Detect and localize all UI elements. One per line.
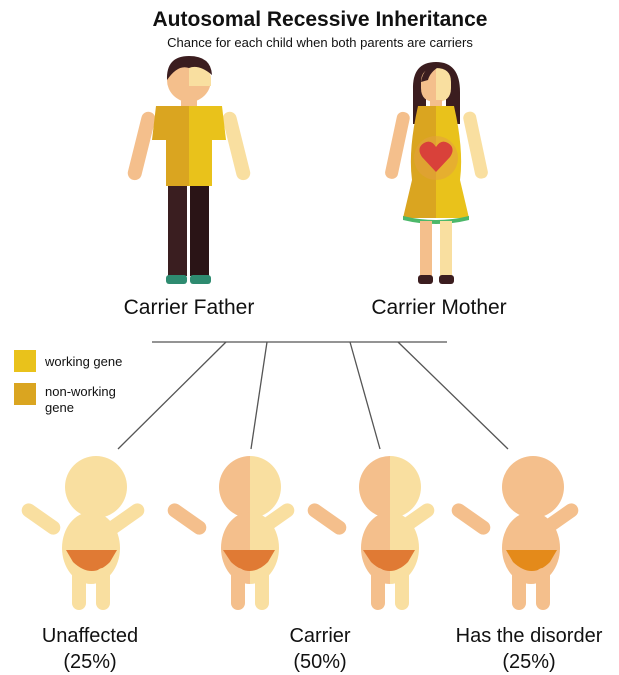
child-label-carrier: Carrier (50%)	[240, 623, 400, 675]
line-to-child-2	[251, 342, 267, 449]
mother-figure	[384, 62, 489, 284]
line-to-child-4	[398, 342, 508, 449]
unaffected-percent: (25%)	[10, 649, 170, 675]
line-to-child-3	[350, 342, 380, 449]
nonworking-gene-swatch	[14, 383, 36, 405]
child-carrier-1	[165, 456, 297, 610]
working-gene-label: working gene	[45, 354, 145, 370]
child-label-unaffected: Unaffected (25%)	[10, 623, 170, 675]
carrier-text: Carrier	[240, 623, 400, 649]
child-has-disorder	[449, 456, 581, 610]
connector-lines	[118, 342, 508, 449]
carrier-percent: (50%)	[240, 649, 400, 675]
mother-label: Carrier Mother	[339, 296, 539, 320]
working-gene-swatch	[14, 350, 36, 372]
disorder-text: Has the disorder	[440, 623, 618, 649]
nonworking-gene-label: non-working gene	[45, 384, 135, 416]
father-label: Carrier Father	[89, 296, 289, 320]
child-carrier-2	[305, 456, 437, 610]
child-unaffected	[19, 456, 147, 610]
child-label-disorder: Has the disorder (25%)	[440, 623, 618, 675]
disorder-percent: (25%)	[440, 649, 618, 675]
unaffected-text: Unaffected	[10, 623, 170, 649]
father-figure	[126, 56, 251, 284]
